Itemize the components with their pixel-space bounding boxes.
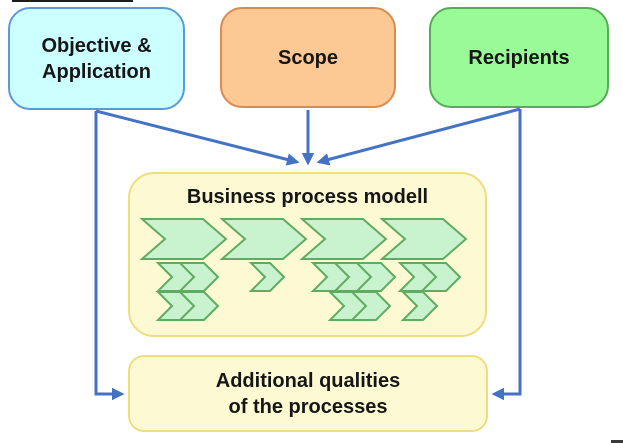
node-additional-qualities: Additional qualities of the processes [128, 355, 488, 432]
top-edge-artifact [12, 0, 133, 2]
node-objective-application: Objective & Application [8, 7, 185, 110]
arrow-objective-to-process [95, 109, 300, 166]
qualities-label-line2: of the processes [228, 395, 388, 418]
node-recipients: Recipients [429, 7, 609, 108]
node-scope: Scope [220, 7, 396, 108]
objective-label-line2: Application [42, 60, 151, 83]
arrow-recipients-to-qualities [491, 109, 522, 401]
objective-label-line1: Objective & [41, 34, 152, 57]
arrow-recipients-to-process [316, 107, 521, 166]
process-title: Business process modell [186, 186, 429, 208]
qualities-label-line1: Additional qualities [215, 369, 401, 392]
scope-label: Scope [277, 46, 339, 69]
arrow-objective-to-qualities [94, 111, 125, 401]
recipients-label: Recipients [468, 46, 570, 69]
node-business-process-model: Business process modell [128, 172, 487, 337]
bottom-right-artifact [611, 440, 623, 443]
